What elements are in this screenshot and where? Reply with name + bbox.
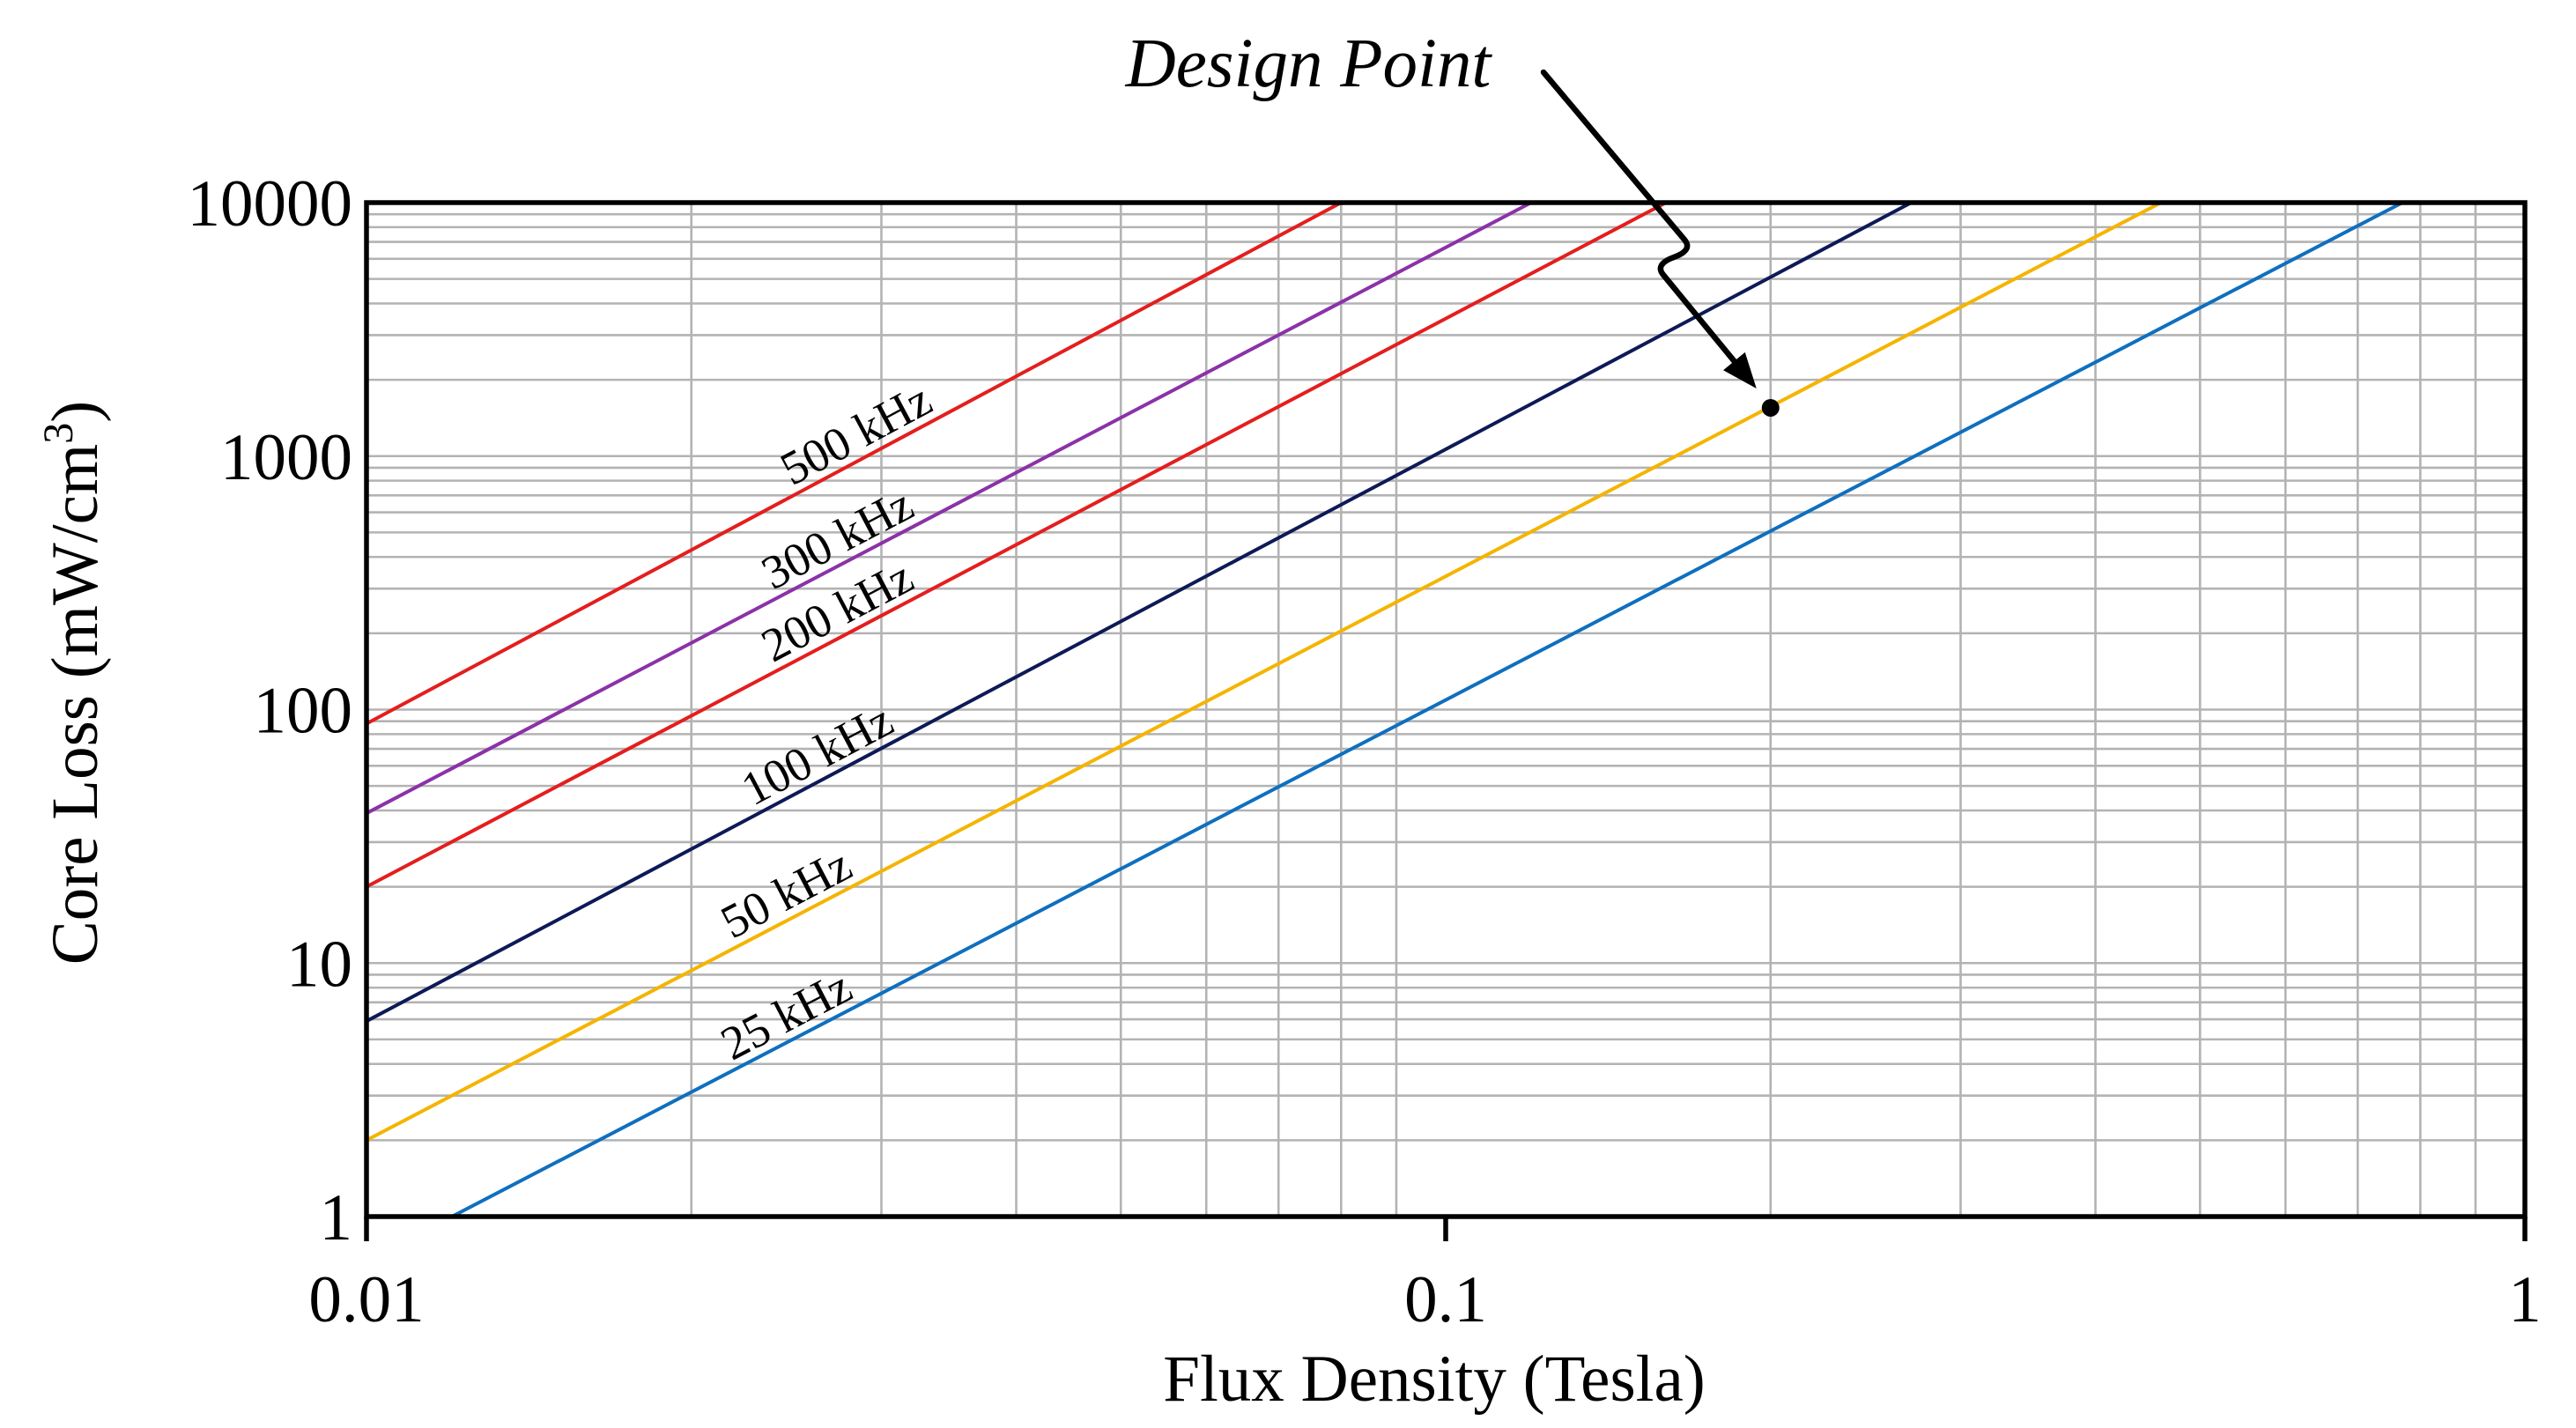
x-axis-title: Flux Density (Tesla)	[1163, 1343, 1706, 1416]
x-tick-label: 0.01	[308, 1263, 424, 1336]
y-tick-label: 10000	[188, 167, 353, 240]
series-line-300-khz	[366, 203, 1532, 815]
series-line-50-khz	[366, 203, 2162, 1143]
series-label-500-khz: 500 kHz	[772, 373, 940, 496]
series-label-25-khz: 25 kHz	[713, 959, 860, 1070]
series-line-25-khz	[451, 203, 2403, 1217]
x-tick-label: 0.1	[1404, 1263, 1487, 1336]
series-lines	[366, 203, 2403, 1217]
y-tick-label: 100	[254, 675, 353, 748]
series-label-100-khz: 100 kHz	[733, 693, 901, 816]
design-point-marker	[1761, 398, 1780, 417]
design-point-arrow	[1540, 69, 1753, 383]
y-axis-title-suffix: )	[39, 401, 112, 423]
design-point-annotation: Design Point	[1125, 26, 1780, 417]
y-tick-label: 1	[320, 1181, 353, 1254]
y-tick-label: 10	[286, 928, 352, 1001]
series-label-50-khz: 50 kHz	[713, 838, 860, 949]
grid	[366, 203, 2525, 1217]
series-line-500-khz	[366, 203, 1343, 726]
design-point-label: Design Point	[1125, 26, 1493, 102]
series-line-100-khz	[366, 203, 1913, 1023]
y-axis-title-superscript: 3	[35, 423, 82, 444]
axis-ticks: 0.01 0.1 1 1 10 100 1000 10000	[188, 167, 2542, 1336]
x-tick-label: 1	[2508, 1263, 2542, 1336]
y-axis-title: Core Loss (mW/cm3)	[35, 401, 112, 966]
series-line-200-khz	[366, 203, 1667, 889]
design-point-arrowhead	[1723, 351, 1757, 388]
y-tick-label: 1000	[220, 421, 352, 494]
y-axis-title-main: Core Loss (mW/cm	[39, 444, 112, 966]
